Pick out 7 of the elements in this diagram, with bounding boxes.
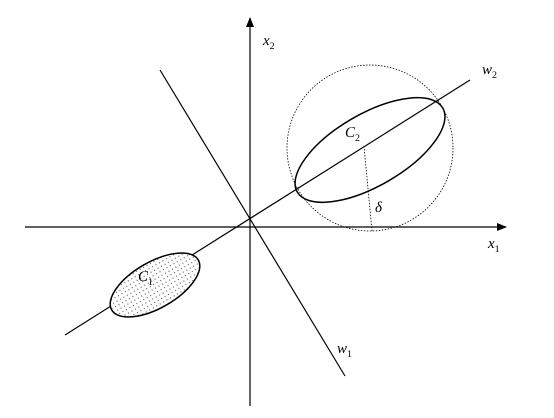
class-label: C$_{2}$ xyxy=(345,125,360,146)
line-label: w$_{2}$ xyxy=(482,62,498,83)
axis-label: x$_{2}$ xyxy=(263,33,275,54)
line-label: w$_{1}$ xyxy=(337,341,352,362)
axis-label: x$_{1}$ xyxy=(488,236,500,257)
distance-label: δ xyxy=(375,200,382,216)
class-label: C$_{1}$ xyxy=(138,269,154,290)
